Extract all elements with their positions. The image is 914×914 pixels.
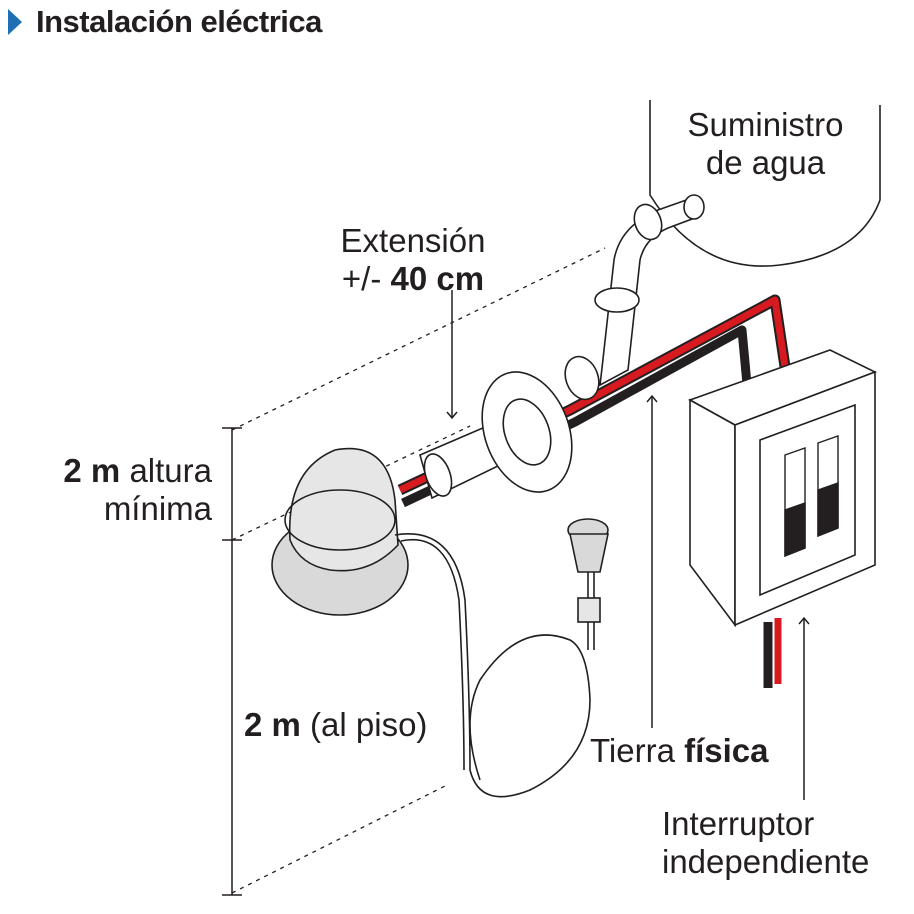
ground-bold: física [684, 732, 769, 769]
shower-hose [394, 533, 595, 798]
extension-label: Extensión +/- 40 cm [318, 222, 508, 298]
height-dimension-line [222, 427, 242, 896]
hand-shower-knob [567, 518, 609, 623]
switch-line1: Interruptor [662, 805, 815, 842]
water-pipe [564, 194, 705, 401]
water-supply-line2: de agua [705, 144, 826, 181]
extension-line1: Extensión [340, 222, 486, 259]
switch-line2: independiente [662, 843, 870, 880]
play-triangle-icon [8, 9, 22, 35]
ground-prefix: Tierra [590, 732, 685, 769]
min-height-line1: 2 m altura [20, 452, 212, 490]
breaker-box [688, 349, 878, 688]
min-height-label: 2 m altura mínima [20, 452, 212, 528]
water-tank-outline [649, 100, 881, 267]
floor-height-label: 2 m (al piso) [244, 706, 427, 744]
extension-value: 40 cm [390, 260, 485, 297]
page-title: Instalación eléctrica [36, 4, 322, 39]
extension-line2: +/- 40 cm [318, 260, 508, 298]
electric-shower-head [271, 447, 409, 616]
min-height-rest: altura [120, 452, 212, 489]
breaker-switch-right [817, 435, 839, 538]
floor-height-rest: (al piso) [300, 706, 428, 743]
extension-pipe [419, 371, 573, 500]
extension-prefix: +/- [341, 260, 391, 297]
breaker-switch-left [784, 447, 806, 558]
wall-dashed-lines [231, 247, 606, 894]
water-supply-line1: Suministro [687, 106, 844, 143]
min-height-line2: mínima [103, 490, 212, 527]
min-height-value: 2 m [63, 452, 121, 489]
switch-label: Interruptor independiente [662, 805, 869, 881]
water-supply-label: Suministro de agua [668, 106, 863, 182]
section-header: Instalación eléctrica [8, 2, 322, 42]
ground-label: Tierra física [590, 732, 769, 770]
floor-height-value: 2 m [244, 706, 301, 743]
